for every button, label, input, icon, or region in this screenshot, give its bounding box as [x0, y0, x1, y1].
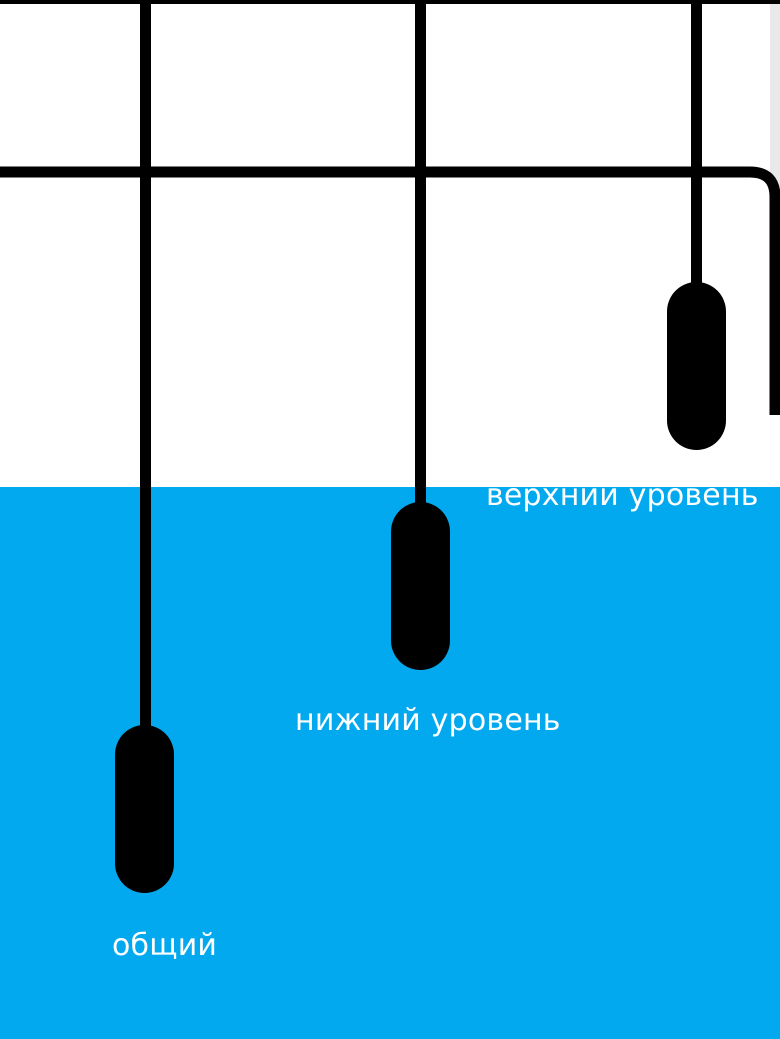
lower-level-electrode-wire — [415, 0, 426, 515]
upper-level-label: верхний уровень — [486, 478, 759, 513]
common-electrode — [115, 0, 174, 893]
bus-bar — [0, 166, 780, 415]
upper-level-electrode-tip — [667, 282, 726, 450]
lower-level-electrode-tip — [391, 502, 450, 670]
upper-level-electrode — [667, 0, 726, 450]
common-electrode-tip — [115, 725, 174, 893]
top-border — [0, 0, 780, 4]
common-label: общий — [112, 928, 218, 963]
lower-level-label: нижний уровень — [295, 703, 561, 738]
upper-level-electrode-wire — [691, 0, 702, 295]
lower-level-electrode — [391, 0, 450, 670]
common-electrode-wire — [140, 0, 151, 740]
